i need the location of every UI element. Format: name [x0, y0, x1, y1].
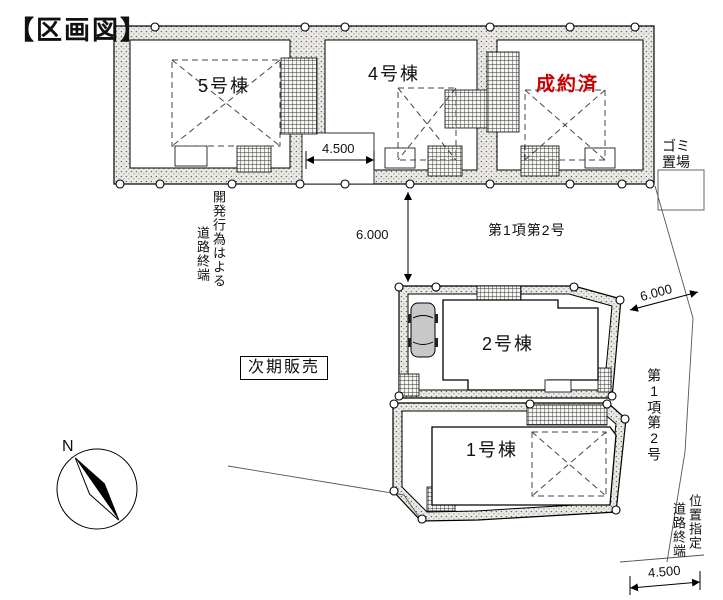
hatch-area — [597, 367, 612, 393]
road-class-right: 第1項第2号 — [646, 368, 663, 462]
car-icon — [408, 302, 438, 358]
dim-road-bottom: 4.500 — [647, 562, 682, 581]
dimension-lines — [305, 151, 701, 595]
footprint-lot4 — [397, 87, 457, 161]
compass-icon — [56, 448, 138, 530]
sold-label: 成約済 — [536, 74, 600, 95]
garbage-label: ゴミ置場 — [662, 138, 690, 171]
upper-block — [113, 25, 655, 185]
designated-road-col1: 位置指定 — [686, 494, 702, 550]
dev-road-note-col1: 開発行為はよる — [210, 190, 226, 288]
lot2-block — [398, 285, 622, 399]
lot1-label: 1号棟 — [466, 440, 519, 460]
lot4-label: 4号棟 — [368, 64, 421, 84]
compass-n-label: N — [62, 438, 74, 455]
footprint-lot1 — [531, 431, 607, 497]
dev-road-note-col2: 道路終端 — [194, 226, 210, 282]
lot1-block — [392, 402, 627, 522]
dim-road-mid: 6.000 — [356, 227, 389, 242]
dim-entry-width: 4.500 — [322, 141, 355, 156]
steps-hatch — [236, 145, 272, 173]
road-boundaries — [227, 169, 705, 563]
road-class-mid: 第1項第2号 — [488, 222, 566, 238]
building-1-outline — [431, 426, 617, 506]
steps-hatch — [520, 145, 560, 177]
hatch-area — [526, 404, 608, 426]
designated-road-col2: 道路終端 — [670, 502, 686, 558]
garbage-area-outline — [657, 169, 705, 211]
steps-hatch — [427, 145, 463, 177]
hatch-area — [486, 51, 520, 133]
boundary-markers — [115, 22, 655, 524]
next-sale-label: 次期販売 — [240, 356, 329, 381]
hatch-area — [444, 89, 494, 129]
hatch-area — [280, 57, 318, 135]
lot5-label: 5号棟 — [198, 76, 251, 96]
lot2-label: 2号棟 — [482, 334, 535, 354]
hatch-area — [398, 373, 420, 397]
footprint-lot5 — [171, 59, 281, 147]
page-title: 【区画図】 — [8, 15, 149, 45]
footprint-sold — [524, 89, 606, 161]
